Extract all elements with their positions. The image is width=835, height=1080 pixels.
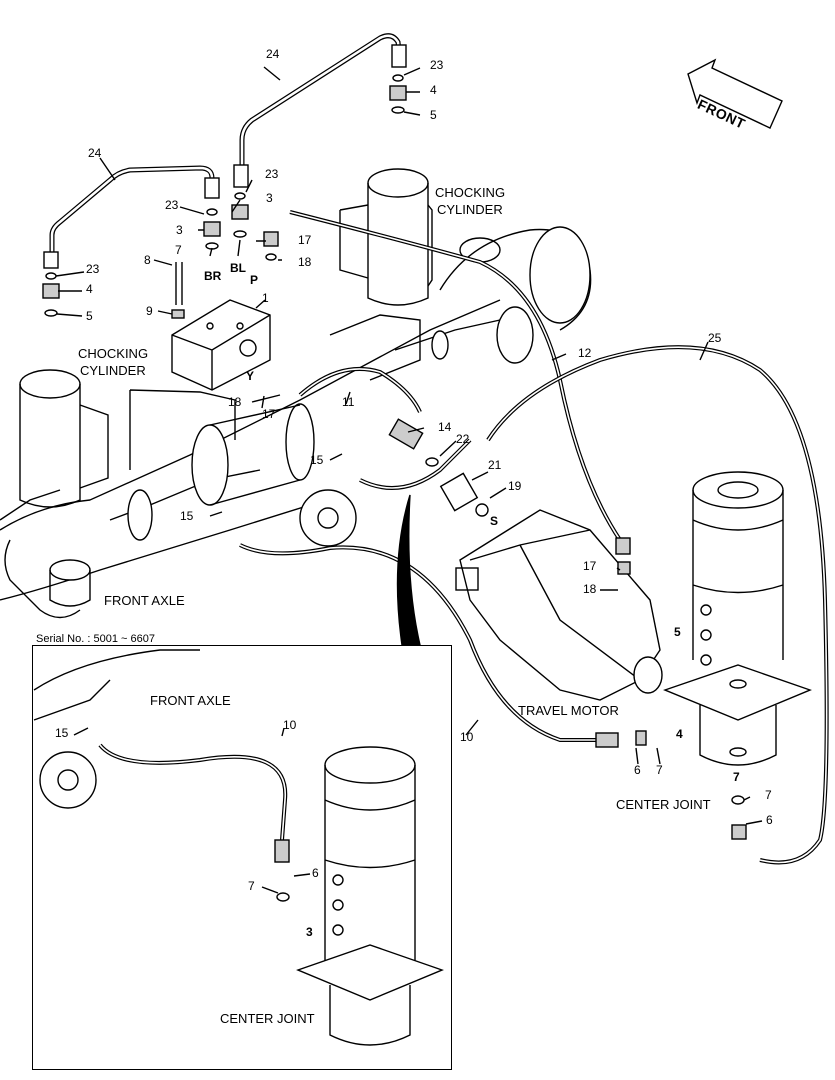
- callout-3-left: 3: [176, 223, 183, 237]
- front-axle-label: FRONT AXLE: [104, 593, 185, 608]
- inset-drawing: [33, 649, 444, 1046]
- callout-10-main: 10: [460, 730, 474, 744]
- center-joint-label: CENTER JOINT: [616, 797, 711, 812]
- travel-motor: [455, 509, 663, 701]
- port-bl-label: BL: [230, 261, 246, 275]
- callout-24-top: 24: [266, 47, 280, 61]
- front-axle-body: [0, 226, 592, 619]
- callout-8: 8: [144, 253, 151, 267]
- callout-15-inset: 15: [55, 726, 69, 740]
- callout-17-mid: 17: [262, 407, 276, 421]
- chocking-cylinder-left-label-2: CYLINDER: [80, 363, 146, 378]
- callout-4-far: 4: [86, 282, 93, 296]
- chocking-cylinder-right: [339, 168, 433, 306]
- callout-19: 19: [508, 479, 522, 493]
- callout-7-main: 7: [656, 763, 663, 777]
- callout-7-inset: 7: [248, 879, 255, 893]
- callout-23-top: 23: [430, 58, 444, 72]
- callout-24-left: 24: [88, 146, 102, 160]
- port-y-label: Y: [246, 369, 255, 383]
- callout-15-low: 15: [180, 509, 194, 523]
- callout-18-right: 18: [583, 582, 597, 596]
- callout-14: 14: [438, 420, 452, 434]
- serial-inset-frame: [32, 645, 452, 1070]
- callout-22: 22: [456, 432, 470, 446]
- callout-11: 11: [342, 395, 355, 409]
- callout-23-far: 23: [86, 262, 100, 276]
- callout-5-top: 5: [430, 108, 437, 122]
- chocking-cylinder-left-label-1: CHOCKING: [78, 346, 149, 361]
- port-s-label: S: [490, 514, 499, 528]
- inset-port-3-label: 3: [306, 925, 313, 939]
- port-7-label: 7: [733, 770, 740, 784]
- callout-23-left: 23: [165, 198, 179, 212]
- port-br-label: BR: [204, 269, 222, 283]
- front-arrow-icon: [687, 58, 783, 129]
- callout-15-mid: 15: [310, 453, 324, 467]
- callout-18-top: 18: [298, 255, 312, 269]
- callout-17-top: 17: [298, 233, 312, 247]
- callout-5-far: 5: [86, 309, 93, 323]
- travel-motor-label: TRAVEL MOTOR: [518, 703, 619, 718]
- inset-center-joint-label: CENTER JOINT: [220, 1011, 315, 1026]
- callout-1: 1: [262, 291, 269, 305]
- callout-7-left: 7: [175, 243, 182, 257]
- callout-25: 25: [708, 331, 722, 345]
- callout-6-inset: 6: [312, 866, 319, 880]
- inset-front-axle-label: FRONT AXLE: [150, 693, 231, 708]
- center-joint-main: [663, 471, 812, 766]
- callout-23-mid: 23: [265, 167, 279, 181]
- chocking-cylinder-right-label-2: CYLINDER: [437, 202, 503, 217]
- pipe-24-lower: [49, 165, 215, 255]
- callout-6-center-joint: 6: [766, 813, 773, 827]
- port-4-label: 4: [676, 727, 683, 741]
- callout-6-main: 6: [634, 763, 641, 777]
- callout-18-mid: 18: [228, 395, 242, 409]
- port-p-label: P: [250, 273, 259, 287]
- callout-3-mid: 3: [266, 191, 273, 205]
- serial-number-label: Serial No. : 5001 ~ 6607: [36, 633, 155, 645]
- callout-9: 9: [146, 304, 153, 318]
- callout-17-right: 17: [583, 559, 597, 573]
- callout-12: 12: [578, 346, 592, 360]
- callout-21: 21: [488, 458, 502, 472]
- port-5-label: 5: [674, 625, 681, 639]
- callout-7-center-joint: 7: [765, 788, 772, 802]
- callout-10-inset: 10: [283, 718, 297, 732]
- callout-4-top: 4: [430, 83, 437, 97]
- valve-block: [171, 299, 271, 391]
- chocking-cylinder-left: [19, 369, 109, 508]
- chocking-cylinder-right-label-1: CHOCKING: [435, 185, 506, 200]
